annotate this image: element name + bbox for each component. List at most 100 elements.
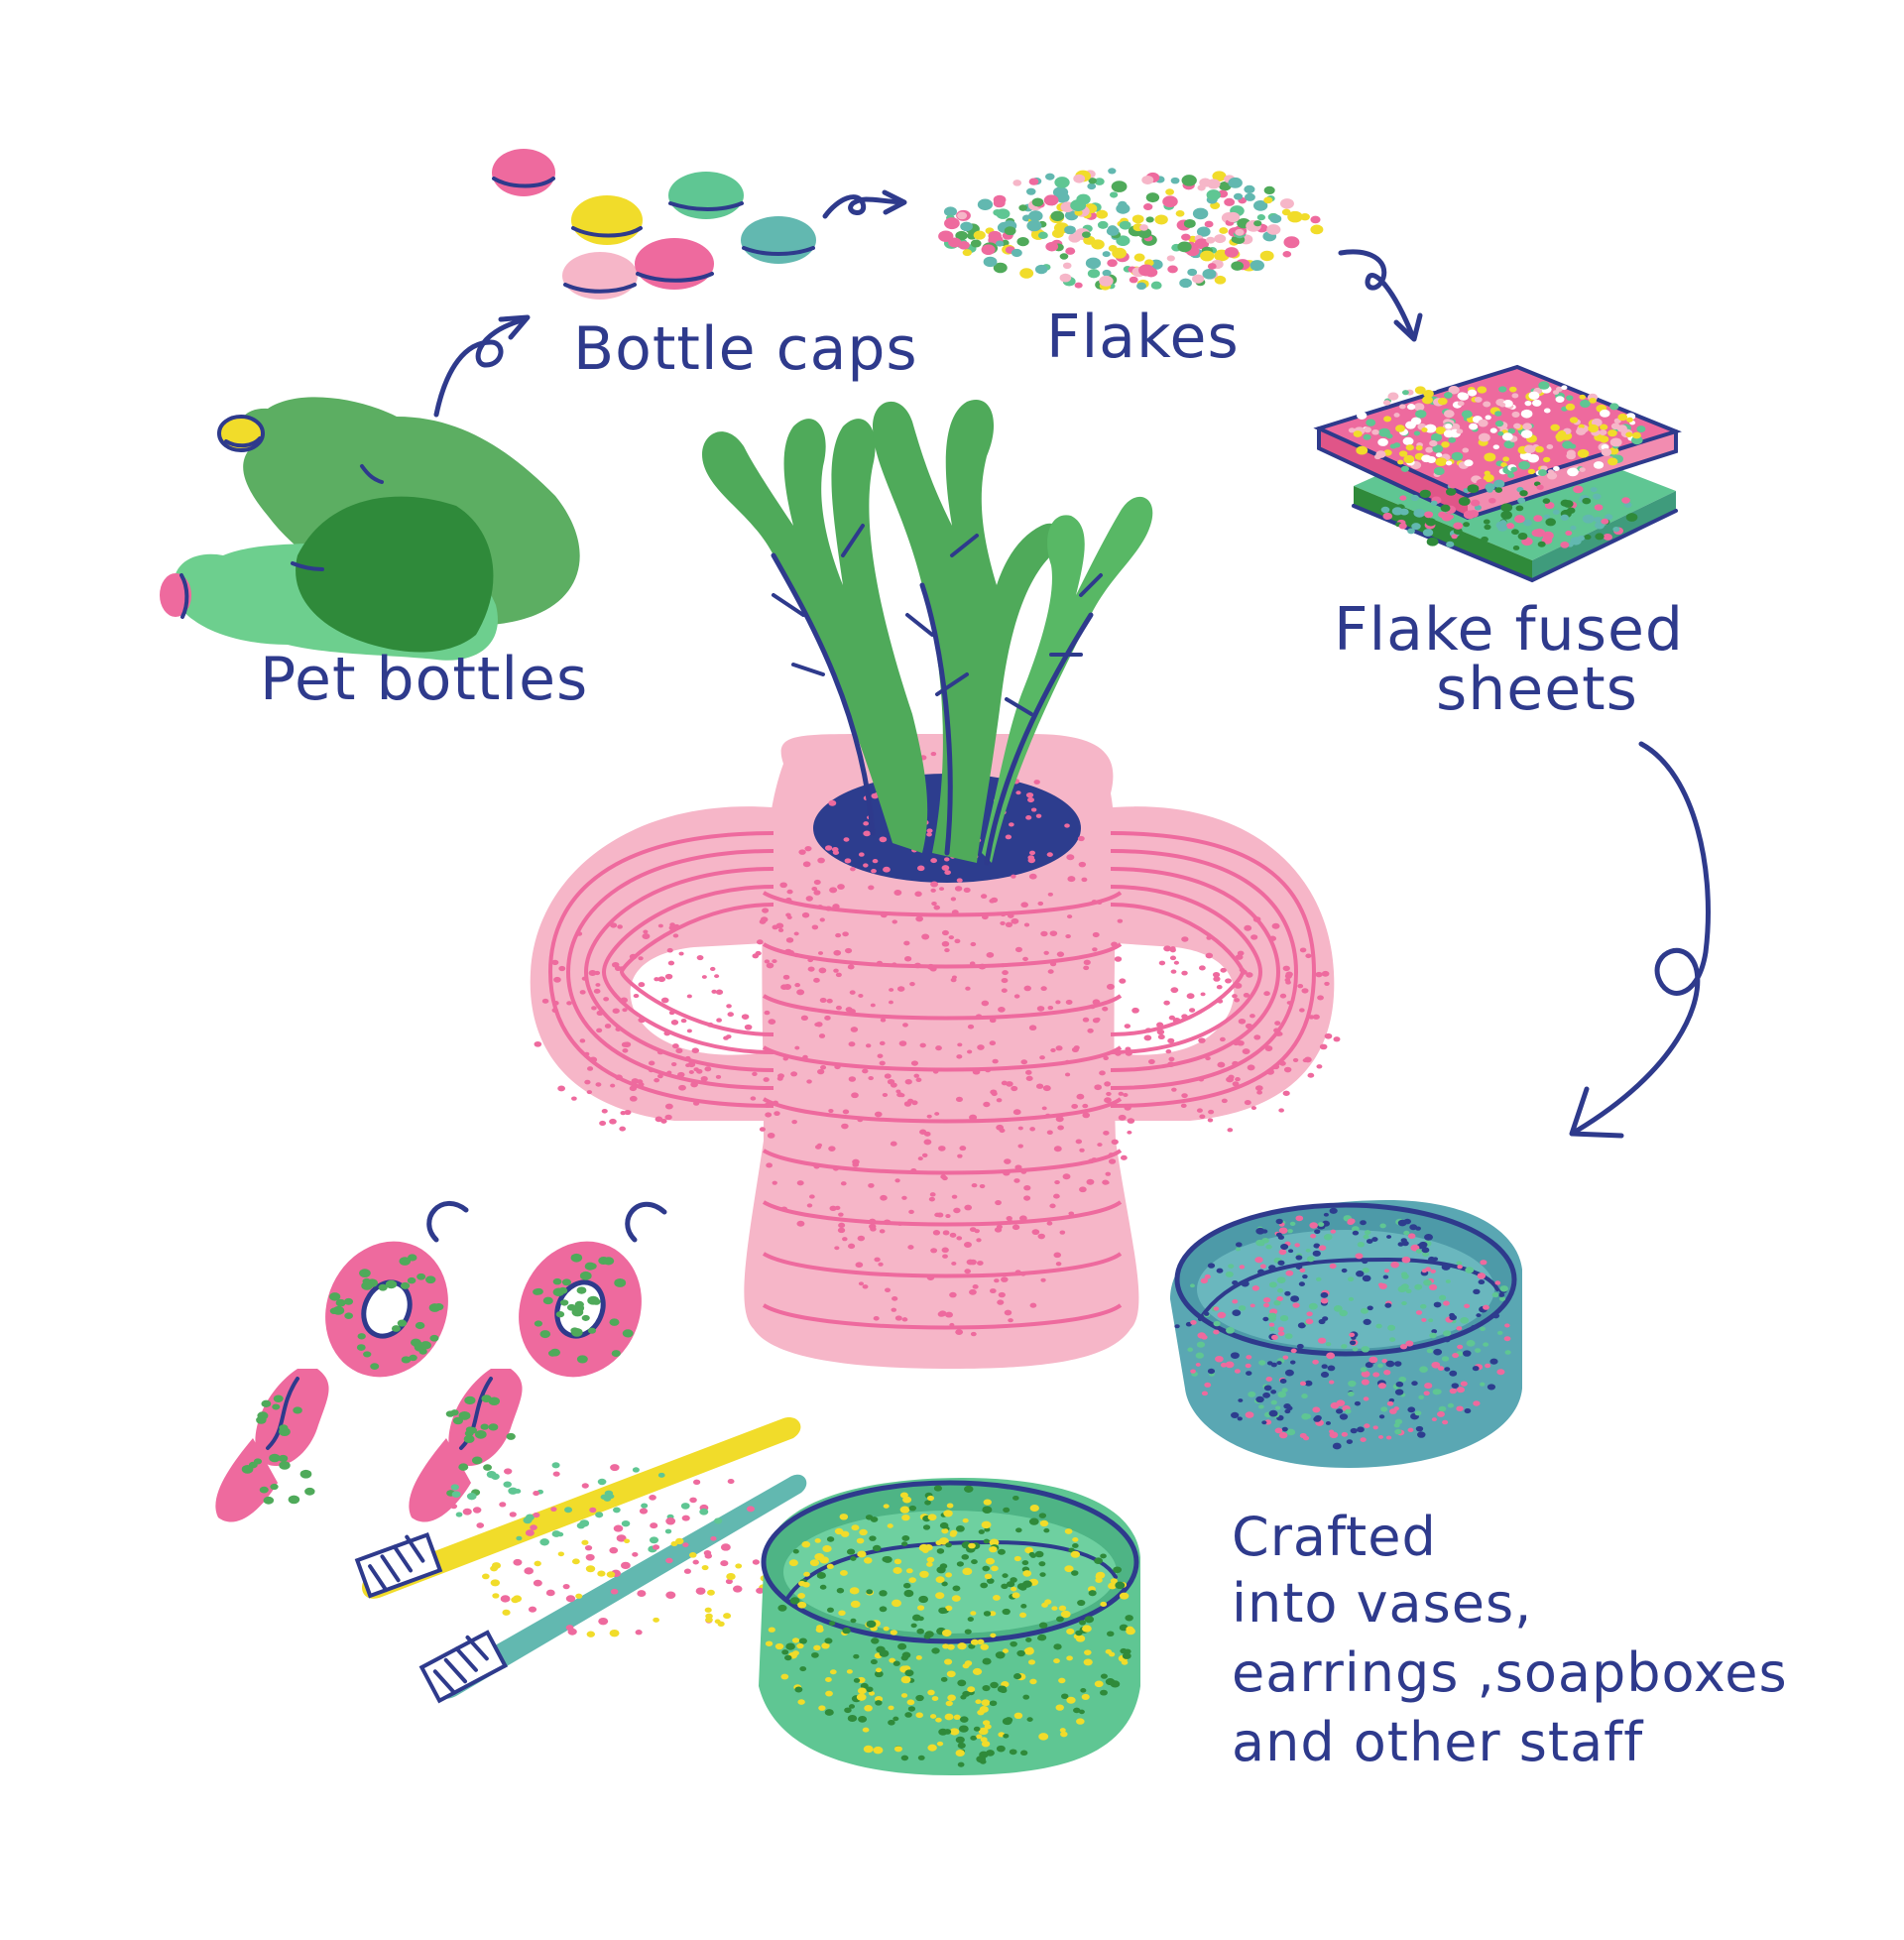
texture-dot: [1266, 224, 1280, 235]
texture-dot: [1484, 519, 1490, 524]
texture-dot: [892, 919, 897, 923]
texture-dot: [942, 1630, 952, 1637]
texture-dot: [803, 1572, 810, 1577]
texture-dot: [745, 1025, 753, 1031]
texture-dot: [1415, 1410, 1422, 1415]
texture-dot: [905, 1079, 912, 1084]
texture-dot: [1029, 851, 1035, 856]
texture-dot: [562, 1278, 571, 1285]
texture-dot: [425, 1275, 435, 1283]
texture-dot: [1416, 1249, 1422, 1254]
texture-dot: [666, 1071, 671, 1075]
texture-dot: [1442, 1356, 1449, 1361]
texture-dot: [876, 1668, 882, 1673]
texture-dot: [880, 1061, 886, 1066]
texture-dot: [1227, 212, 1241, 222]
texture-dot: [884, 1219, 892, 1225]
texture-dot: [1269, 936, 1276, 941]
texture-dot: [942, 865, 950, 871]
texture-dot: [1345, 1409, 1351, 1414]
texture-dot: [654, 977, 659, 981]
texture-dot: [693, 1101, 699, 1106]
texture-dot: [1222, 1099, 1228, 1104]
texture-dot: [1418, 1395, 1424, 1399]
texture-dot: [1430, 385, 1438, 391]
texture-dot: [1595, 533, 1604, 540]
texture-dot: [1566, 452, 1576, 459]
texture-dot: [1349, 1297, 1354, 1301]
texture-dot: [658, 1473, 665, 1478]
texture-dot: [835, 1528, 844, 1534]
texture-dot: [990, 1040, 996, 1045]
texture-dot: [927, 1690, 934, 1696]
texture-dot: [1435, 457, 1447, 466]
texture-dot: [1278, 1108, 1284, 1112]
texture-dot: [1036, 814, 1042, 818]
texture-dot: [1280, 1315, 1288, 1321]
texture-dot: [589, 970, 597, 976]
texture-dot: [1008, 913, 1014, 918]
texture-dot: [344, 1298, 353, 1305]
texture-dot: [848, 964, 855, 969]
texture-dot: [1083, 966, 1089, 970]
texture-dot: [693, 1560, 699, 1565]
texture-dot: [1235, 1369, 1241, 1374]
texture-dot: [599, 1121, 606, 1126]
texture-dot: [1025, 1070, 1032, 1075]
texture-dot: [1255, 1240, 1264, 1246]
texture-dot: [997, 1225, 1003, 1230]
texture-dot: [1483, 402, 1490, 408]
texture-dot: [665, 1558, 672, 1564]
texture-dot: [1208, 1118, 1213, 1122]
texture-dot: [916, 1078, 922, 1082]
texture-dot: [828, 800, 836, 806]
texture-dot: [901, 1693, 907, 1698]
texture-dot: [1284, 1409, 1290, 1413]
texture-dot: [1456, 428, 1463, 433]
texture-dot: [1030, 1505, 1039, 1512]
texture-dot: [1459, 497, 1471, 506]
texture-dot: [1204, 1312, 1210, 1316]
texture-dot: [1001, 963, 1006, 967]
texture-dot: [904, 1712, 912, 1718]
texture-dot: [1462, 411, 1473, 419]
texture-dot: [1493, 480, 1504, 488]
texture-dot: [781, 1649, 788, 1654]
texture-dot: [1258, 1404, 1264, 1408]
texture-dot: [819, 1033, 825, 1038]
texture-dot: [1439, 1295, 1446, 1300]
texture-dot: [864, 1746, 874, 1753]
texture-dot: [963, 249, 972, 256]
texture-dot: [968, 1025, 974, 1030]
texture-dot: [1239, 1019, 1246, 1025]
texture-dot: [1115, 1582, 1125, 1589]
texture-dot: [1064, 823, 1070, 827]
texture-dot: [844, 837, 850, 841]
texture-dot: [1218, 1312, 1227, 1319]
texture-dot: [801, 1016, 808, 1021]
texture-dot: [1151, 282, 1162, 290]
texture-dot: [1361, 1308, 1368, 1314]
texture-dot: [1456, 1261, 1462, 1265]
texture-dot: [984, 1539, 990, 1544]
texture-dot: [873, 859, 879, 863]
texture-dot: [1275, 1405, 1280, 1409]
texture-dot: [995, 1200, 1002, 1205]
texture-dot: [1423, 529, 1433, 537]
texture-dot: [1348, 1276, 1354, 1281]
texture-dot: [1020, 1059, 1027, 1064]
texture-dot: [1056, 1705, 1064, 1711]
texture-dot: [1546, 444, 1553, 449]
texture-dot: [956, 1236, 962, 1240]
texture-dot: [829, 1621, 835, 1626]
texture-dot: [828, 1109, 833, 1113]
texture-dot: [955, 1329, 963, 1335]
texture-dot: [1468, 390, 1477, 397]
texture-dot: [1037, 902, 1043, 906]
texture-dot: [984, 1611, 991, 1617]
texture-dot: [977, 1261, 984, 1266]
texture-dot: [1170, 987, 1178, 993]
texture-dot: [1112, 1140, 1119, 1145]
texture-dot: [964, 1242, 972, 1248]
texture-dot: [1190, 1283, 1195, 1287]
